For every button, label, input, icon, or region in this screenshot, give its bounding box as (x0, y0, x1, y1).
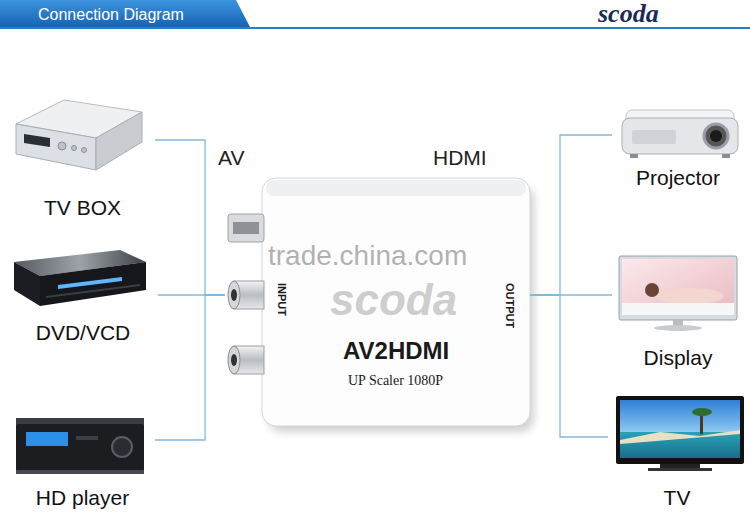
tv-box-illustration (16, 100, 142, 170)
display-illustration (619, 256, 737, 331)
tv-illustration-part (620, 430, 740, 444)
tv-illustration (616, 396, 744, 471)
source-device: HD player (10, 410, 155, 515)
device-label: DVD/VCD (36, 320, 131, 350)
product-subtitle: UP Scaler 1080P (348, 372, 443, 390)
hd-player-illustration-part (112, 437, 132, 457)
projector-illustration-part (630, 154, 638, 158)
projector-illustration (622, 110, 738, 158)
display-illustration-part (656, 288, 724, 304)
watermark: scoda (330, 278, 457, 322)
signal-label: AV (218, 145, 244, 171)
converter-body-part (228, 346, 240, 374)
display-illustration-part (622, 259, 734, 315)
converter-body (228, 178, 534, 432)
converter-body-part (266, 180, 526, 196)
display-illustration-part (654, 325, 702, 331)
source-device: DVD/VCD (8, 245, 158, 350)
dvd-player-illustration-part (14, 262, 40, 306)
signal-wire (155, 295, 225, 440)
device-label: TV (664, 485, 691, 515)
output-device: Display (612, 250, 744, 375)
converter-body-part (228, 214, 264, 242)
header-bar (0, 0, 750, 29)
source-device: TV BOX (10, 90, 155, 225)
display-illustration-part (622, 303, 734, 315)
device-label: Display (644, 345, 713, 375)
converter-body-part (233, 222, 259, 234)
hd-player-illustration-part (76, 436, 98, 440)
dvd-player-illustration-part (46, 284, 140, 298)
hd-player-illustration (16, 418, 144, 474)
dvd-player-illustration-part (58, 277, 122, 289)
projector-illustration-part (710, 130, 722, 142)
tv-box-illustration-part (82, 148, 87, 153)
converter-body-part (231, 289, 237, 301)
converter-body-part (231, 354, 237, 366)
brand-logo: scoda (598, 0, 659, 28)
dvd-player-illustration-part (40, 262, 146, 306)
signal-wire (155, 140, 225, 295)
header-bar-part (0, 0, 250, 27)
tv-illustration-part (660, 464, 700, 468)
tv-box-illustration-part (58, 142, 66, 150)
projector-illustration-part (622, 118, 738, 154)
tv-box-illustration-part (16, 124, 96, 170)
projector-illustration-part (704, 124, 728, 148)
device-label: HD player (36, 485, 129, 515)
dvd-player-illustration (14, 250, 146, 306)
tv-box-illustration-part (96, 112, 142, 170)
signal-wire (530, 135, 612, 295)
projector-illustration-part (632, 130, 676, 144)
tv-illustration-part (692, 408, 712, 416)
signal-label: HDMI (433, 145, 487, 171)
projector-illustration-part (722, 154, 730, 158)
hd-player-illustration-part (26, 432, 68, 446)
display-illustration-part (619, 256, 737, 320)
tv-illustration-part (620, 400, 740, 458)
output-device: Projector (612, 105, 744, 195)
tv-box-illustration-part (24, 134, 50, 147)
port-label: OUTPUT (503, 283, 517, 328)
converter-body-part (262, 178, 530, 426)
converter-body-part (228, 281, 240, 309)
tv-illustration-part (616, 396, 744, 464)
tv-illustration-part (648, 468, 712, 471)
port-label: INPUT (275, 283, 289, 316)
device-label: Projector (636, 165, 720, 195)
hd-player-illustration-part (16, 424, 144, 472)
output-device: TV (608, 390, 746, 515)
diagram-title: Connection Diagram (38, 5, 184, 24)
product-name: AV2HDMI (343, 336, 449, 366)
signal-wire (530, 295, 608, 437)
hd-player-illustration-part (16, 470, 144, 474)
tv-box-illustration-part (72, 146, 77, 151)
device-label: TV BOX (44, 195, 121, 225)
display-illustration-part (645, 283, 659, 297)
watermark: trade.china.com (268, 240, 467, 272)
